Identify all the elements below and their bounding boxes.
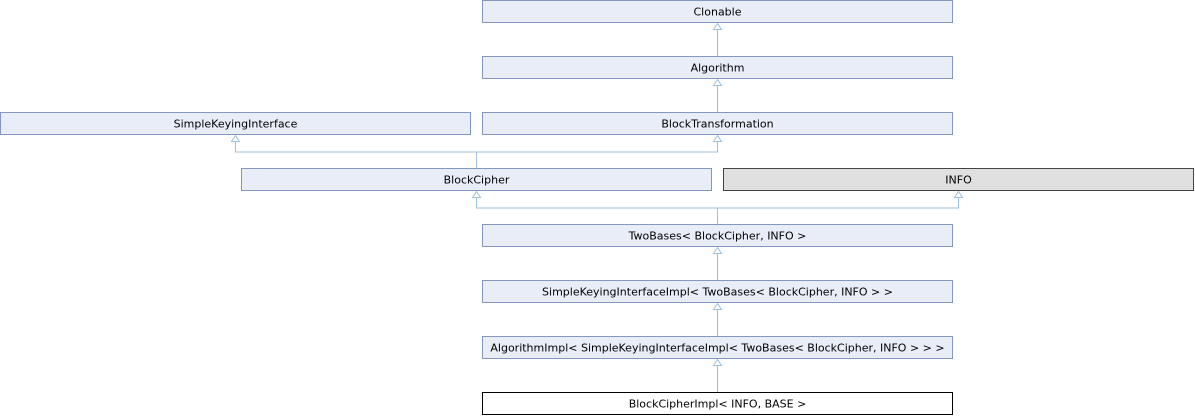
class-node-label: INFO [945,174,972,187]
arrowhead-block_cipher_impl-to-algorithm_impl [712,358,723,366]
edge-block_cipher-to-block_transformation [476,140,718,169]
class-node-box [482,56,953,79]
arrowhead-two_bases-to-info [953,190,964,198]
class-node-two-bases[interactable]: TwoBases< BlockCipher, INFO > [482,224,953,247]
class-node-clonable[interactable]: Clonable [482,0,953,23]
class-node-box [482,224,953,247]
class-node-block-cipher[interactable]: BlockCipher [241,168,712,191]
edge-two_bases-to-info [717,196,959,225]
class-node-box [482,112,953,135]
class-node-label: BlockTransformation [661,118,773,131]
class-node-label: Algorithm [691,62,745,75]
class-node-ski-impl[interactable]: SimpleKeyingInterfaceImpl< TwoBases< Blo… [482,280,953,303]
arrowhead-algorithm-to-clonable [712,22,723,30]
edge-block_cipher-to-simple_keying_interface [235,140,477,169]
edge-two_bases-to-block_cipher [476,196,718,225]
class-node-block-cipher-impl: BlockCipherImpl< INFO, BASE > [482,392,953,415]
class-node-box [0,112,471,135]
class-node-simple-keying-interface[interactable]: SimpleKeyingInterface [0,112,471,135]
class-node-box [723,168,1194,191]
class-node-block-transformation[interactable]: BlockTransformation [482,112,953,135]
class-node-box [482,336,953,359]
class-node-label: AlgorithmImpl< SimpleKeyingInterfaceImpl… [490,342,944,355]
class-node-algorithm[interactable]: Algorithm [482,56,953,79]
arrowhead-block_cipher-to-block_transformation [712,134,723,142]
class-node-box [482,392,953,415]
arrowhead-two_bases-to-block_cipher [471,190,482,198]
class-node-label: SimpleKeyingInterfaceImpl< TwoBases< Blo… [542,286,893,299]
class-node-box [482,280,953,303]
class-node-box [482,0,953,23]
class-node-label: BlockCipher [444,174,510,187]
class-node-info: INFO [723,168,1194,191]
class-node-label: SimpleKeyingInterface [174,118,298,131]
class-node-algorithm-impl[interactable]: AlgorithmImpl< SimpleKeyingInterfaceImpl… [482,336,953,359]
class-node-label: TwoBases< BlockCipher, INFO > [628,230,807,243]
arrowhead-block_cipher-to-simple_keying_interface [230,134,241,142]
class-node-label: Clonable [694,6,742,19]
class-node-box [241,168,712,191]
arrowhead-block_transformation-to-algorithm [712,78,723,86]
arrowhead-algorithm_impl-to-ski_impl [712,302,723,310]
arrowhead-ski_impl-to-two_bases [712,246,723,254]
edges-layer [230,22,964,393]
class-node-label: BlockCipherImpl< INFO, BASE > [629,398,807,411]
